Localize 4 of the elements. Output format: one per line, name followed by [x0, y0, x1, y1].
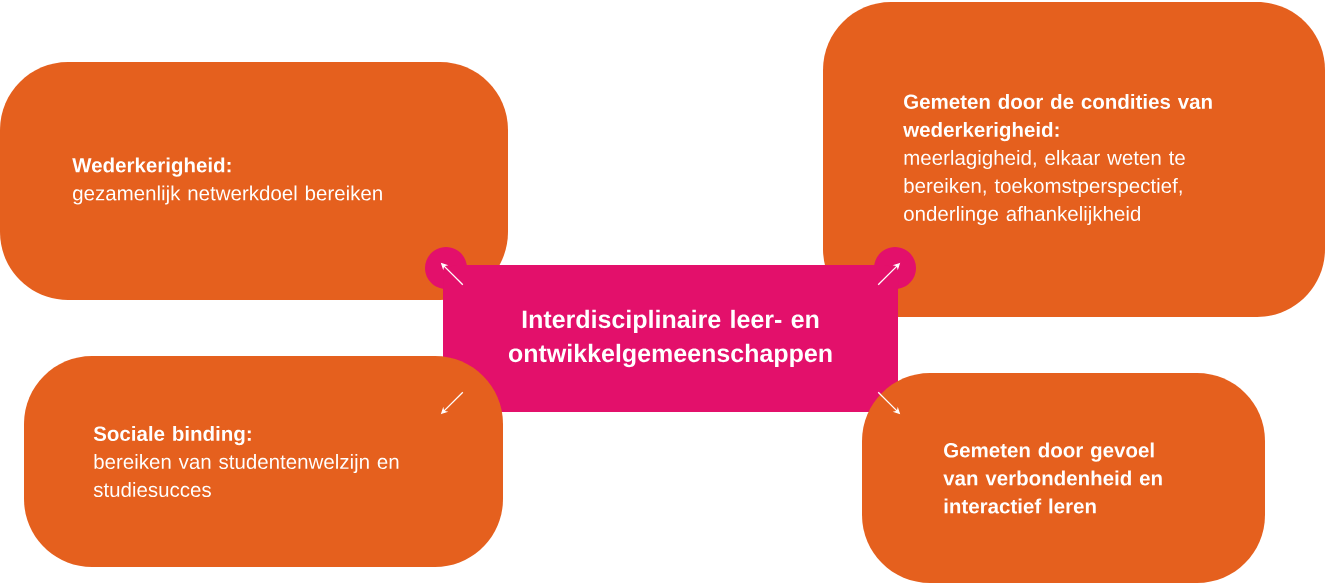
rounded-box: Sociale binding: bereiken van studentenwelzijn en studiesucces [24, 356, 503, 567]
rounded-box: Wederkerigheid: gezamenlijk netwerkdoel bereiken [0, 62, 508, 300]
rounded-box: Gemeten door de condities van wederkerigheid: meerlagigheid, elkaar weten te bereiken, toekomstperspectief, onderlinge afhankelijkheid [823, 2, 1325, 317]
rounded-box: Gemeten door gevoel van verbondenheid en interactief leren [862, 373, 1265, 583]
